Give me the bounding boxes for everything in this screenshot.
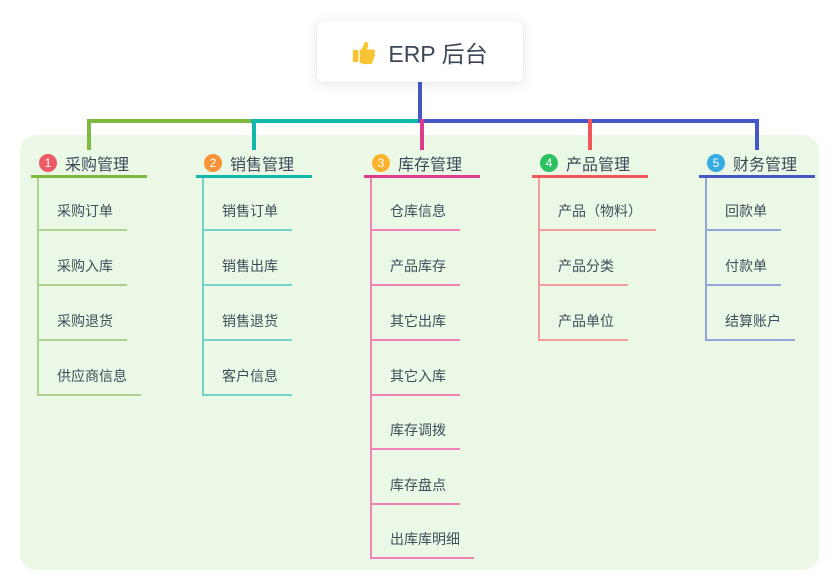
leaf-node[interactable]: 采购入库 [37,256,127,286]
branch-spine-product [538,178,540,341]
drop-line-branch2 [252,119,256,150]
branch-number-badge: 4 [540,153,558,172]
leaf-node[interactable]: 其它入库 [370,366,460,396]
branch-spine-sales [202,178,204,396]
branch-node-product[interactable]: 4 产品管理 [532,150,648,178]
leaf-node[interactable]: 结算账户 [705,311,795,341]
branch-label: 采购管理 [65,156,130,174]
leaf-node[interactable]: 销售退货 [202,311,292,341]
leaf-node[interactable]: 供应商信息 [37,366,141,396]
branch-spine-purchase [37,178,39,396]
leaf-node[interactable]: 采购退货 [37,311,127,341]
branch-spine-finance [705,178,707,341]
branch-label: 产品管理 [566,156,631,174]
leaf-node[interactable]: 回款单 [705,201,781,231]
branch-number-badge: 3 [372,153,390,172]
branch-node-finance[interactable]: 5 财务管理 [699,150,815,178]
branch-label: 销售管理 [230,156,295,174]
drop-line-branch5 [755,119,759,150]
leaf-node[interactable]: 产品（物料） [538,201,656,231]
leaf-node[interactable]: 付款单 [705,256,781,286]
branch-number-badge: 5 [707,153,725,172]
bus-segment-branch1 [87,119,255,123]
root-node-label: ERP 后台 [388,40,488,67]
root-node[interactable]: ERP 后台 [317,21,523,82]
bus-segment-branch2 [251,119,420,123]
leaf-node[interactable]: 客户信息 [202,366,292,396]
drop-line-branch4 [588,119,592,150]
root-connector-line [418,82,422,121]
leaf-node[interactable]: 产品分类 [538,256,628,286]
branch-node-sales[interactable]: 2 销售管理 [196,150,312,178]
branch-number-badge: 2 [204,153,222,172]
leaf-node[interactable]: 产品库存 [370,256,460,286]
thumbs-up-icon [352,39,378,65]
leaf-node[interactable]: 库存盘点 [370,475,460,505]
leaf-node[interactable]: 库存调拨 [370,420,460,450]
drop-line-branch1 [87,119,91,150]
mindmap-background-panel [20,135,819,570]
branch-node-inventory[interactable]: 3 库存管理 [364,150,480,178]
leaf-node[interactable]: 其它出库 [370,311,460,341]
leaf-node[interactable]: 销售出库 [202,256,292,286]
branch-label: 库存管理 [398,156,463,174]
leaf-node[interactable]: 采购订单 [37,201,127,231]
branch-node-purchase[interactable]: 1 采购管理 [31,150,147,178]
leaf-node[interactable]: 仓库信息 [370,201,460,231]
branch-number-badge: 1 [39,153,57,172]
leaf-node[interactable]: 出库库明细 [370,529,474,559]
drop-line-branch3 [420,119,424,150]
leaf-node[interactable]: 销售订单 [202,201,292,231]
branch-label: 财务管理 [733,156,798,174]
branch-spine-inventory [370,178,372,559]
leaf-node[interactable]: 产品单位 [538,311,628,341]
